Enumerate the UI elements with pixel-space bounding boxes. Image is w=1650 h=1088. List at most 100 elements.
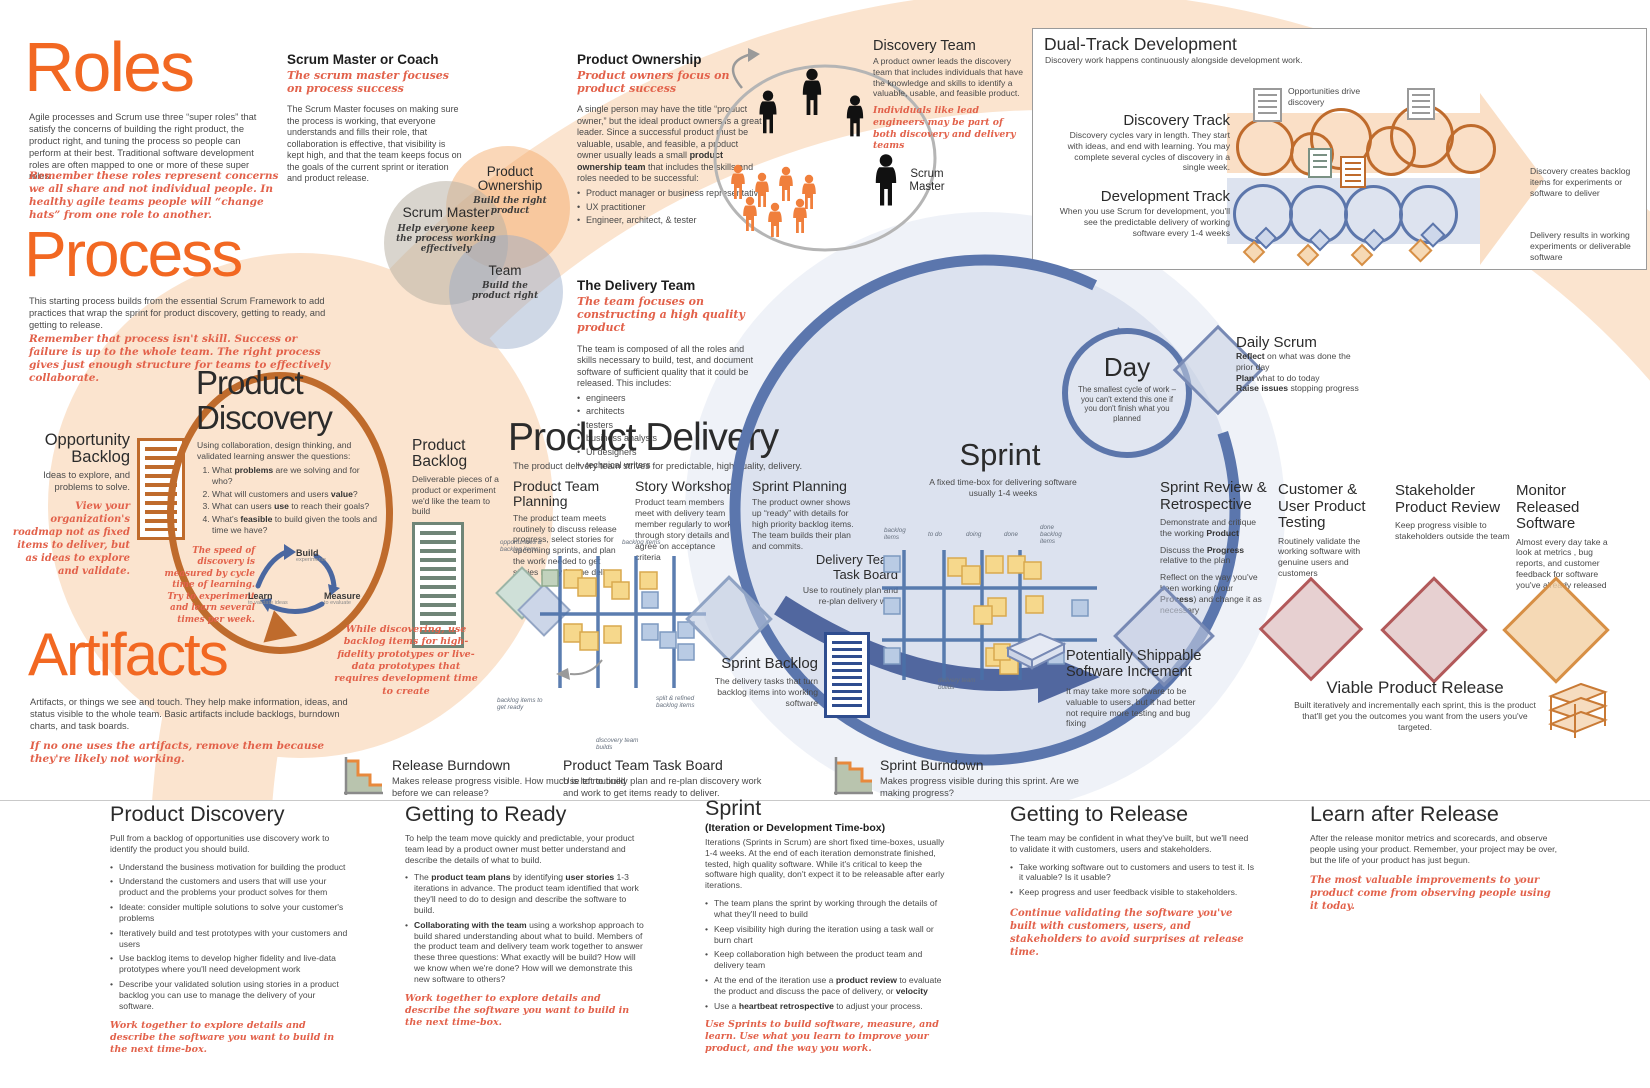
list-item: Use backlog items to develop higher fide…: [110, 953, 348, 975]
sprint-backlog-icon: [824, 632, 870, 718]
bottom-product-discovery-intro: Pull from a backlog of opportunities use…: [110, 833, 330, 854]
bottom-getting-release-note: Continue validating the software you've …: [1010, 908, 1244, 959]
sprint-backlog-title: Sprint Backlog: [721, 655, 818, 672]
list-item: Understand the business motivation for b…: [110, 862, 348, 873]
list-item: Use a heartbeat retrospective to adjust …: [705, 1001, 947, 1012]
list-item: The team plans the sprint by working thr…: [705, 898, 947, 920]
bottom-sprint-subtitle: (Iteration or Development Time-box): [705, 822, 886, 834]
bottom-getting-release-title: Getting to Release: [1010, 802, 1189, 826]
bottom-sprint-intro: Iterations (Sprints in Scrum) are short …: [705, 837, 945, 891]
list-item: Collaborating with the team using a work…: [405, 920, 647, 985]
sprint-planning-block: Sprint Planning The product owner shows …: [752, 478, 855, 552]
delivery-team-subtitle: The team focuses on constructing a high …: [577, 295, 745, 335]
product-ownership-subtitle: Product owners focus on product success: [577, 69, 730, 96]
viable-release-body: Built iteratively and incrementally each…: [1294, 700, 1536, 732]
list-item: Product manager or business representati…: [577, 188, 765, 200]
delivery-team-builds-label: delivery team builds: [938, 677, 976, 691]
dual-track-subtitle: Discovery work happens continuously alon…: [1045, 55, 1303, 65]
artifacts-title: Artifacts: [28, 621, 229, 688]
development-track-title: Development Track: [1100, 188, 1230, 205]
discovery-team-body: A product owner leads the discovery team…: [873, 56, 1024, 99]
list-item: business analysts: [577, 433, 759, 445]
board-col-todo: to do: [928, 531, 943, 538]
customer-testing-block: Customer & User Product Testing Routinel…: [1278, 481, 1378, 579]
venn-product-ownership-sub: Build the right product: [473, 196, 547, 217]
viable-release-title: Viable Product Release: [1326, 678, 1504, 697]
day-title: Day: [1103, 352, 1151, 382]
product-discovery-note: The speed of discovery is measured by cy…: [164, 546, 256, 625]
product-task-board-body: Use to routinely plan and re-plan discov…: [563, 776, 762, 798]
scrum-master-coach-subtitle: The scrum master focuses on process succ…: [287, 69, 449, 96]
list-item: engineers: [577, 393, 759, 405]
list-item: testers: [577, 420, 759, 432]
bottom-learn-release-title: Learn after Release: [1310, 802, 1499, 826]
process-note: Remember that process isn't skill. Succe…: [29, 333, 331, 385]
stakeholder-review-body: Keep progress visible to stakeholders ou…: [1395, 520, 1510, 541]
product-delivery-title: Product Delivery: [508, 416, 779, 459]
discovery-question: What's feasible to build given the tools…: [212, 514, 380, 536]
monitor-released-block: Monitor Released Software Almost every d…: [1516, 482, 1616, 591]
bottom-learn-release-intro: After the release monitor metrics and sc…: [1310, 833, 1557, 865]
daily-scrum-line: Plan what to do today: [1236, 372, 1320, 383]
discovery-team-figures: [713, 48, 937, 252]
list-item: Describe your validated solution using s…: [110, 979, 348, 1011]
board-col-done-backlog: done backlog items: [1040, 524, 1062, 545]
discovery-team-note: Individuals like lead engineers may be p…: [873, 105, 1016, 152]
monitor-released-title: Monitor Released Software: [1516, 482, 1580, 532]
scrum-master-coach-body: The Scrum Master focuses on making sure …: [287, 104, 462, 184]
discovery-track-body: Discovery cycles vary in length. They st…: [1067, 130, 1230, 173]
list-item: Engineer, architect, & tester: [577, 215, 765, 227]
discovery-track-block: Discovery Track Discovery cycles vary in…: [1058, 112, 1230, 173]
release-burndown-icon: [344, 757, 383, 795]
product-task-board-title: Product Team Task Board: [563, 757, 723, 773]
list-item: Keep progress and user feedback visible …: [1010, 887, 1256, 898]
opportunity-document-icon: [1407, 88, 1435, 120]
development-track-body: When you use Scrum for development, you'…: [1059, 206, 1230, 238]
bottom-section-sprint: Sprint (Iteration or Development Time-bo…: [705, 796, 947, 1056]
story-workshop-title: Story Workshop: [635, 478, 735, 494]
backlog-items-label: backlog items: [622, 539, 661, 546]
daily-scrum-line: Reflect on what was done the prior day: [1236, 351, 1351, 372]
discovery-track-title: Discovery Track: [1123, 112, 1230, 129]
day-body: The smallest cycle of work – you can't e…: [1078, 385, 1176, 424]
artifacts-body: Artifacts, or things we see and touch. T…: [30, 697, 348, 731]
opportunity-document-icon: [1253, 88, 1282, 122]
scrum-master-coach-block: Scrum Master or Coach The scrum master f…: [287, 52, 463, 185]
bottom-section-product-discovery: Product Discovery Pull from a backlog of…: [110, 802, 348, 1057]
sprint-review-para: Demonstrate and critique the working Pro…: [1160, 517, 1257, 538]
bottom-product-discovery-bullets: Understand the business motivation for b…: [110, 862, 348, 1012]
list-item: Ideate: consider multiple solutions to s…: [110, 902, 348, 924]
sprint-burndown-title: Sprint Burndown: [880, 757, 984, 773]
list-item: Keep collaboration high between the prod…: [705, 949, 947, 971]
backlog-item-document-icon: [1340, 156, 1366, 188]
list-item: At the end of the iteration use a produc…: [705, 975, 947, 997]
list-item: Keep visibility high during the iteratio…: [705, 924, 947, 946]
dual-track-arrowhead: [1480, 93, 1544, 265]
roles-title: Roles: [24, 28, 195, 106]
stakeholder-review-block: Stakeholder Product Review Keep progress…: [1395, 482, 1513, 542]
product-task-board: [495, 556, 706, 688]
bottom-product-discovery-note: Work together to explore details and des…: [110, 1019, 335, 1056]
delivery-task-board-title: Delivery Team Task Board: [815, 552, 898, 582]
sprint-review-title: Sprint Review & Retrospective: [1160, 479, 1267, 513]
product-ownership-title: Product Ownership: [577, 52, 702, 67]
discovery-loop: [1446, 124, 1496, 174]
get-ready-label: backlog items to get ready: [497, 697, 543, 711]
list-item: architects: [577, 406, 759, 418]
process-body: This starting process builds from the es…: [29, 296, 326, 330]
board-col-done: done: [1004, 531, 1019, 538]
development-track-block: Development Track When you use Scrum for…: [1058, 188, 1230, 238]
list-item: UX practitioner: [577, 202, 765, 214]
sprint-title: Sprint: [959, 437, 1041, 472]
process-title: Process: [24, 218, 243, 290]
venn-team-label: Team: [488, 263, 522, 278]
product-backlog-body: Deliverable pieces of a product or exper…: [412, 474, 499, 517]
bottom-getting-ready-note: Work together to explore details and des…: [405, 992, 630, 1029]
board-col-backlog-items: backlog items: [884, 527, 906, 541]
roles-body: Agile processes and Scrum use three “sup…: [29, 112, 257, 182]
